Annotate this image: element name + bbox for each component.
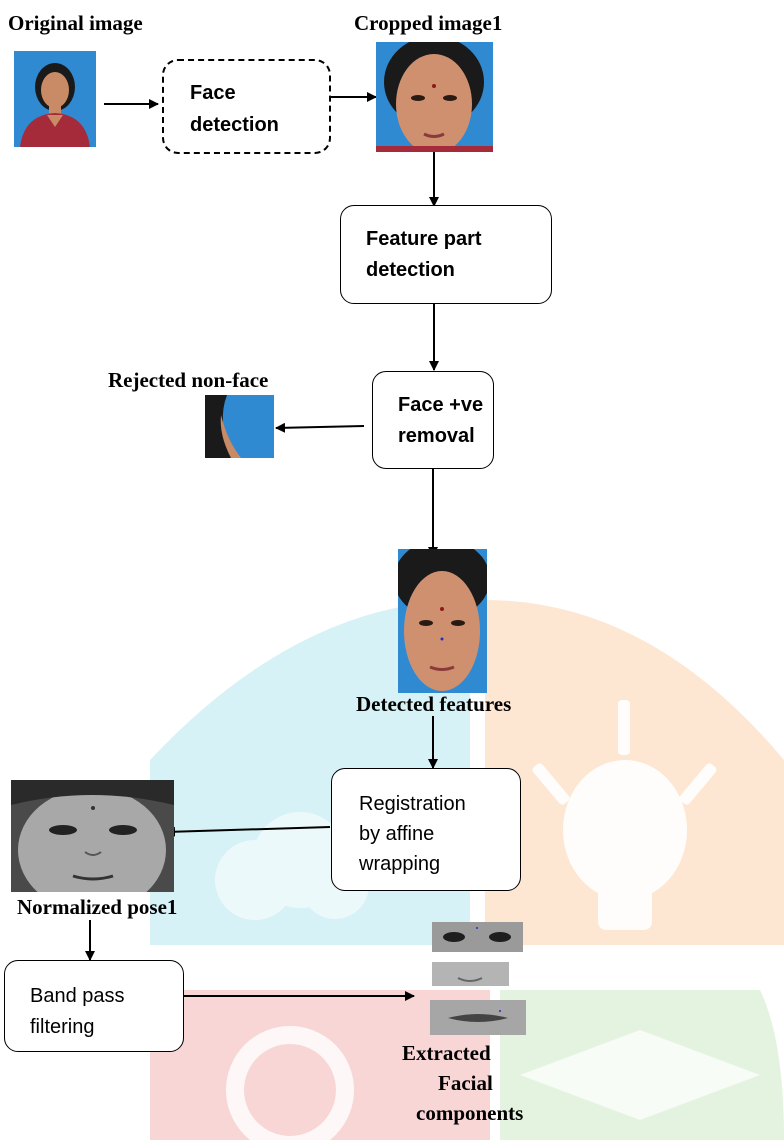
arrow-registration-to-normalized — [165, 826, 331, 837]
label-extracted-1: Extracted — [402, 1041, 491, 1065]
watermark-bulb — [532, 700, 717, 930]
label-normalized-pose: Normalized pose1 — [17, 895, 178, 919]
registration-label-2: by affine — [359, 823, 435, 845]
registration-label-1: Registration — [359, 793, 466, 815]
face-detection-label-2: detection — [190, 114, 279, 136]
face-ve-removal-box — [372, 371, 494, 469]
extracted-mouth-photo — [430, 1000, 526, 1035]
band-pass-label-1: Band pass — [30, 985, 125, 1007]
label-original-image: Original image — [8, 11, 143, 35]
label-rejected-non-face: Rejected non-face — [108, 368, 269, 392]
band-pass-label-2: filtering — [30, 1016, 95, 1038]
extracted-eyes-photo — [432, 922, 523, 952]
cropped-image-photo — [376, 42, 493, 152]
label-extracted-2: Facial — [438, 1071, 493, 1095]
extracted-nose-photo — [432, 962, 509, 986]
feature-part-label-1: Feature part — [366, 228, 482, 250]
face-detection-box — [162, 59, 331, 154]
watermark-cap — [520, 1030, 760, 1120]
rejected-non-face-photo — [205, 395, 274, 458]
label-cropped-image: Cropped image1 — [354, 11, 503, 35]
feature-part-label-2: detection — [366, 259, 455, 281]
registration-label-3: wrapping — [359, 853, 441, 875]
registration-box: Registration by affine wrapping — [331, 768, 521, 891]
face-ve-label-2: removal — [398, 425, 475, 447]
watermark-gear — [226, 1026, 354, 1140]
label-detected-features: Detected features — [356, 692, 512, 716]
face-detection-label-1: Face — [190, 82, 236, 104]
face-ve-label-1: Face +ve — [398, 394, 484, 416]
arrow-removal-to-rejected — [275, 422, 365, 433]
normalized-pose-photo — [11, 780, 174, 892]
original-image-photo — [14, 51, 96, 147]
label-extracted-3: components — [416, 1101, 524, 1125]
feature-part-detection-box — [340, 205, 552, 304]
band-pass-box — [4, 960, 184, 1052]
detected-features-photo — [398, 549, 487, 693]
